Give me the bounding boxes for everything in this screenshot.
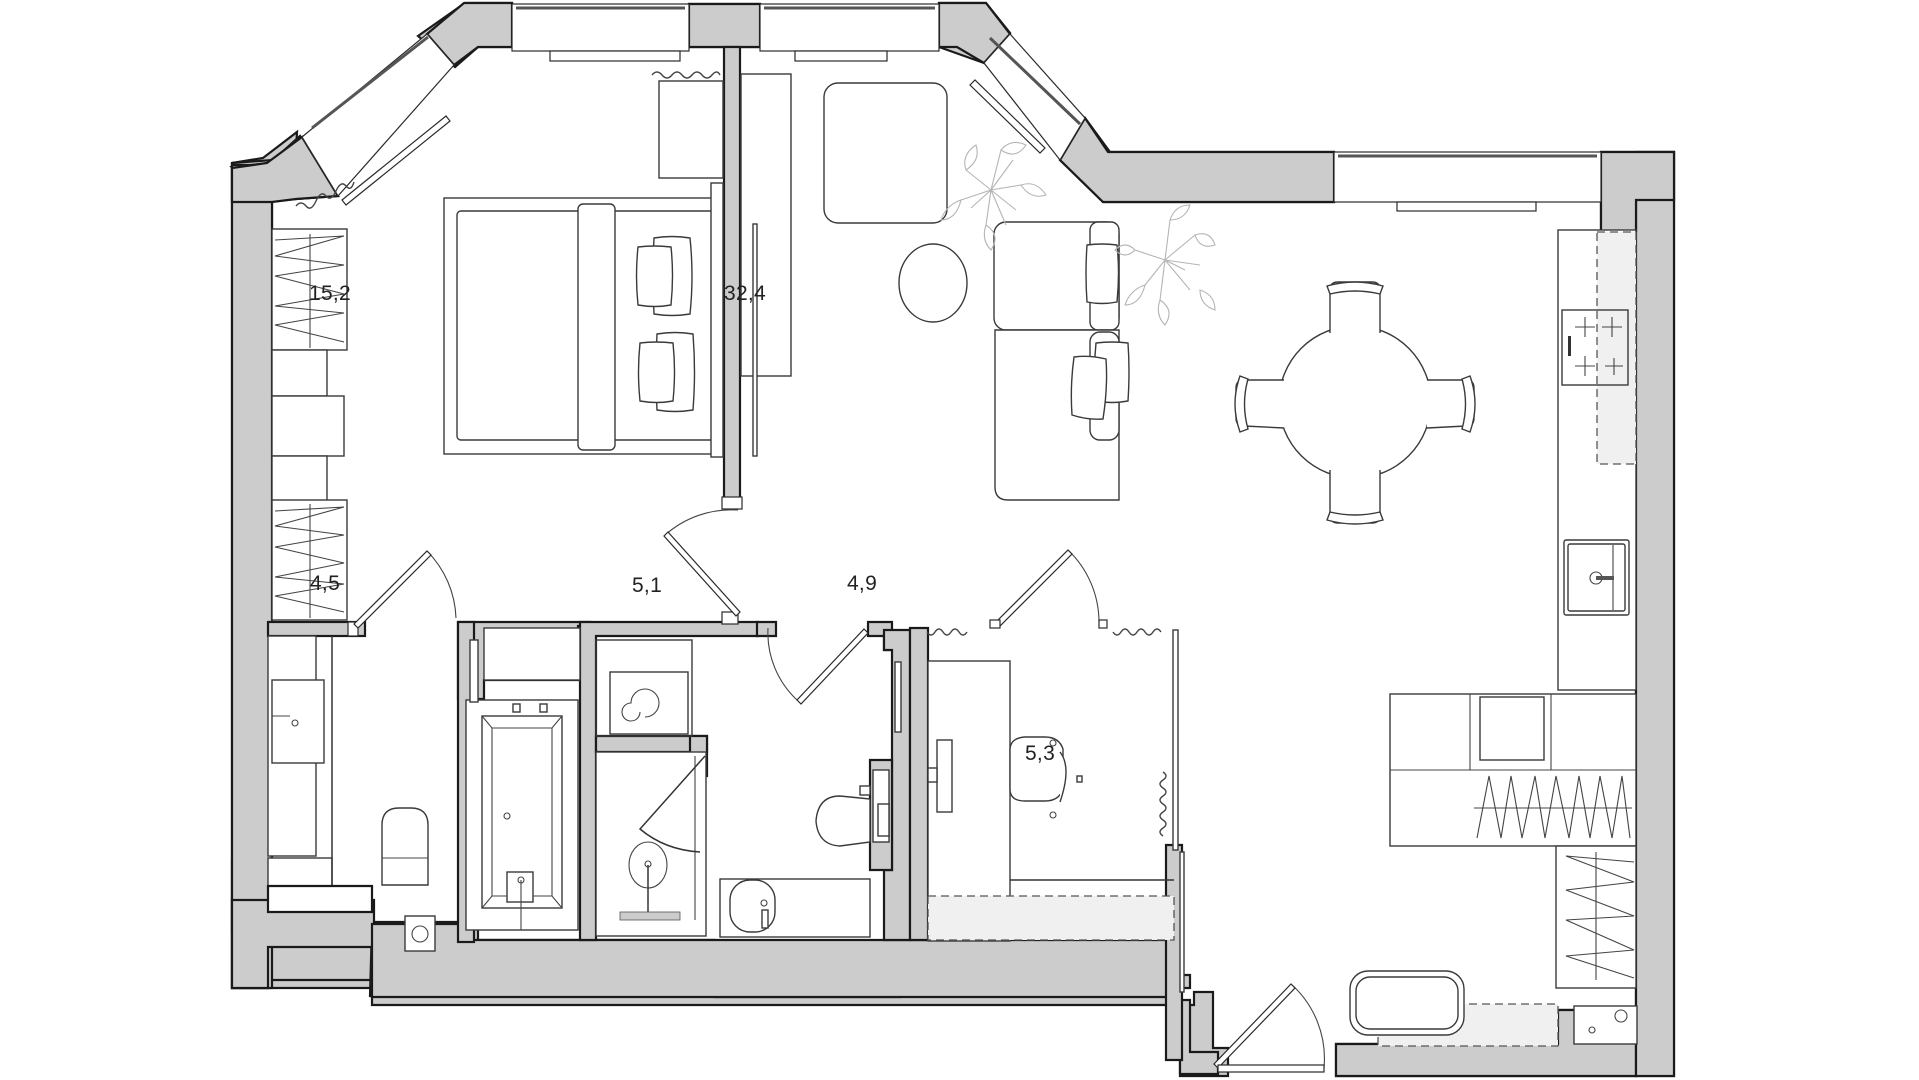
dining-table-icon bbox=[1278, 325, 1432, 479]
room-label-living: 32,4 bbox=[723, 282, 767, 305]
coffee-table-icon bbox=[898, 243, 968, 323]
door-bedroom bbox=[663, 509, 741, 625]
door-entrance bbox=[1213, 983, 1325, 1073]
chair-icon bbox=[1326, 470, 1384, 525]
chair-icon bbox=[1426, 375, 1476, 433]
windows bbox=[301, 3, 1602, 212]
sofa-icon bbox=[993, 221, 1130, 501]
window-bedroom-top bbox=[511, 3, 690, 62]
door-bathroom bbox=[353, 550, 457, 629]
wardrobe-icon bbox=[271, 499, 348, 621]
living-furniture bbox=[740, 73, 1476, 525]
tv-cabinet-icon bbox=[740, 73, 792, 377]
ottoman-icon bbox=[823, 82, 948, 224]
hallway-furniture bbox=[1179, 851, 1559, 1047]
study-furniture bbox=[926, 628, 1179, 942]
room-label-bathroom: 4,5 bbox=[309, 572, 341, 595]
bedroom-furniture bbox=[271, 71, 724, 621]
room-label-study: 4,9 bbox=[846, 572, 878, 595]
room-label-bedroom: 15,2 bbox=[308, 282, 352, 305]
chair-icon bbox=[1326, 281, 1384, 333]
office-chair-icon bbox=[1009, 736, 1083, 819]
shower-room-furniture bbox=[595, 639, 902, 938]
window-living-top bbox=[759, 3, 940, 62]
window-kitchen-top bbox=[1333, 151, 1602, 212]
door-shower-room bbox=[767, 627, 869, 705]
oven-icon bbox=[1479, 696, 1545, 761]
kitchen-furniture bbox=[1389, 229, 1638, 1045]
bathroom-furniture bbox=[266, 627, 581, 952]
wardrobe-icon bbox=[1474, 775, 1632, 839]
cooktop-icon bbox=[1561, 309, 1629, 386]
wardrobe-icon bbox=[271, 228, 348, 351]
window-bedroom-diagonal bbox=[301, 33, 455, 206]
shaft-icon bbox=[404, 915, 436, 952]
dresser-icon bbox=[658, 80, 724, 179]
shower-icon bbox=[619, 841, 681, 921]
sink-icon bbox=[1563, 539, 1630, 616]
wardrobe-icon bbox=[1555, 845, 1637, 989]
plant-icon bbox=[940, 141, 1047, 251]
tv-icon bbox=[752, 223, 758, 457]
radiator-icon bbox=[295, 181, 355, 209]
toilet-icon bbox=[381, 807, 429, 886]
sink-icon bbox=[719, 878, 871, 938]
monitor-icon bbox=[927, 739, 953, 813]
room-label-shower-room: 5,1 bbox=[631, 574, 663, 597]
chair-icon bbox=[1234, 375, 1285, 433]
room-label-hallway: 5,3 bbox=[1024, 742, 1056, 765]
door-study bbox=[989, 549, 1108, 629]
window-living-diagonal bbox=[969, 33, 1086, 162]
double-bed-icon bbox=[443, 197, 719, 455]
toilet-icon bbox=[815, 769, 890, 847]
plant-icon bbox=[1114, 204, 1216, 326]
doors bbox=[353, 509, 1325, 1073]
utility-box-icon bbox=[1573, 1005, 1638, 1045]
bathtub-icon bbox=[465, 699, 579, 931]
washing-machine-icon bbox=[595, 639, 693, 737]
